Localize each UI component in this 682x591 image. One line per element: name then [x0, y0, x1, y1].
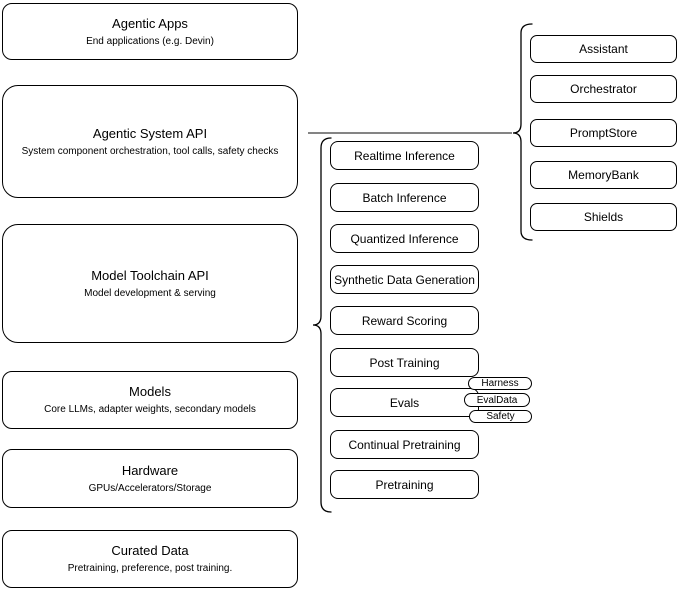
batch-inference-label: Batch Inference — [362, 190, 447, 205]
box-orchestrator: Orchestrator — [530, 75, 677, 103]
tag-safety: Safety — [469, 410, 532, 423]
model-toolchain-api-title: Model Toolchain API — [91, 267, 209, 283]
promptstore-label: PromptStore — [569, 126, 638, 140]
box-curated-data: Curated Data Pretraining, preference, po… — [2, 530, 298, 588]
tag-harness-label: Harness — [481, 378, 519, 389]
orchestrator-label: Orchestrator — [570, 82, 637, 96]
quantized-inference-label: Quantized Inference — [350, 231, 459, 246]
curated-data-title: Curated Data — [111, 543, 189, 558]
box-promptstore: PromptStore — [530, 119, 677, 147]
box-reward-scoring: Reward Scoring — [330, 306, 479, 335]
box-continual-pretraining: Continual Pretraining — [330, 430, 479, 459]
assistant-label: Assistant — [579, 42, 628, 56]
pretraining-label: Pretraining — [375, 477, 434, 492]
models-subtitle: Core LLMs, adapter weights, secondary mo… — [44, 404, 256, 415]
box-memorybank: MemoryBank — [530, 161, 677, 189]
box-evals: Evals — [330, 388, 479, 417]
agentic-apps-subtitle: End applications (e.g. Devin) — [86, 35, 214, 47]
models-title: Models — [129, 384, 171, 399]
box-agentic-apps: Agentic Apps End applications (e.g. Devi… — [2, 3, 298, 60]
continual-pretraining-label: Continual Pretraining — [348, 437, 461, 452]
agentic-system-api-subtitle: System component orchestration, tool cal… — [21, 145, 279, 157]
reward-scoring-label: Reward Scoring — [361, 313, 448, 328]
box-shields: Shields — [530, 203, 677, 231]
box-model-toolchain-api: Model Toolchain API Model development & … — [2, 224, 298, 343]
box-agentic-system-api: Agentic System API System component orch… — [2, 85, 298, 198]
hardware-subtitle: GPUs/Accelerators/Storage — [88, 482, 212, 494]
realtime-inference-label: Realtime Inference — [354, 148, 455, 163]
box-pretraining: Pretraining — [330, 470, 479, 499]
box-models: Models Core LLMs, adapter weights, secon… — [2, 371, 298, 429]
box-assistant: Assistant — [530, 35, 677, 63]
tag-evaldata: EvalData — [464, 393, 530, 407]
memorybank-label: MemoryBank — [568, 168, 639, 182]
shields-label: Shields — [583, 210, 624, 224]
tag-safety-label: Safety — [486, 411, 515, 422]
box-synthetic-data-generation: Synthetic Data Generation — [330, 265, 479, 294]
box-hardware: Hardware GPUs/Accelerators/Storage — [2, 449, 298, 508]
evals-label: Evals — [389, 395, 420, 410]
box-realtime-inference: Realtime Inference — [330, 141, 479, 170]
synthetic-data-generation-label: Synthetic Data Generation — [334, 272, 475, 287]
tag-evaldata-label: EvalData — [476, 394, 518, 406]
box-quantized-inference: Quantized Inference — [330, 224, 479, 253]
post-training-label: Post Training — [369, 355, 440, 370]
model-toolchain-api-subtitle: Model development & serving — [84, 287, 216, 299]
tag-harness: Harness — [468, 377, 532, 390]
curated-data-subtitle: Pretraining, preference, post training. — [67, 563, 233, 574]
agentic-apps-title: Agentic Apps — [112, 15, 188, 31]
agentic-system-api-title: Agentic System API — [92, 125, 208, 141]
hardware-title: Hardware — [121, 462, 179, 478]
box-batch-inference: Batch Inference — [330, 183, 479, 212]
box-post-training: Post Training — [330, 348, 479, 377]
toolchain-group-brace — [312, 137, 332, 513]
